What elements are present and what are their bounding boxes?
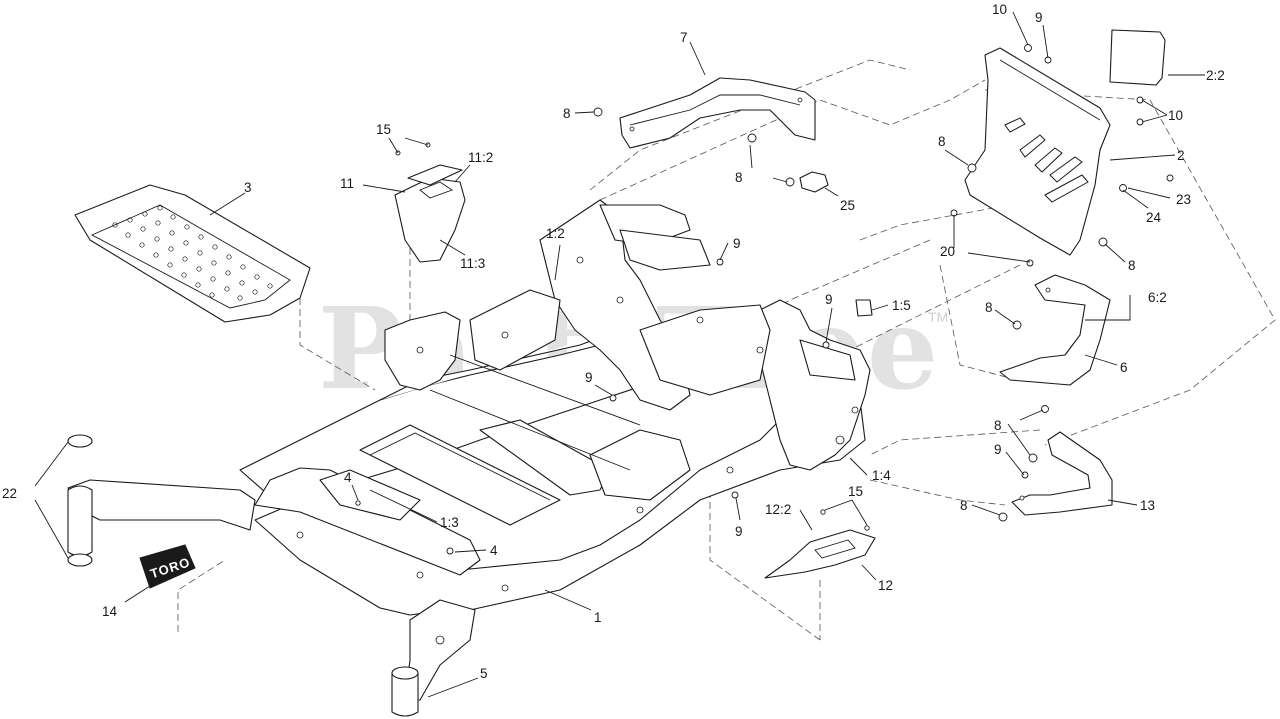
callout-15: 15 bbox=[376, 122, 391, 137]
part-2-rear-plate bbox=[964, 47, 1111, 256]
callout-11-3: 11:3 bbox=[460, 256, 485, 271]
callout-1: 1 bbox=[594, 610, 602, 625]
callout-10: 10 bbox=[1168, 108, 1183, 123]
callout-9: 9 bbox=[1035, 10, 1043, 25]
callout-9: 9 bbox=[735, 524, 743, 539]
callout-22: 22 bbox=[2, 486, 17, 501]
part-14-decal: TORO bbox=[139, 544, 196, 589]
part-1-5-decal bbox=[855, 299, 873, 317]
leader-lines bbox=[34, 11, 1205, 698]
callout-3: 3 bbox=[244, 180, 252, 195]
callout-9: 9 bbox=[994, 442, 1002, 457]
callout-25: 25 bbox=[840, 198, 855, 213]
callout-8: 8 bbox=[985, 300, 993, 315]
callout-8: 8 bbox=[735, 170, 743, 185]
callout-6-2: 6:2 bbox=[1148, 290, 1167, 305]
callout-8: 8 bbox=[938, 134, 946, 149]
callout-12-2: 12:2 bbox=[765, 502, 791, 517]
part-12-plate bbox=[764, 529, 876, 579]
callout-1-3: 1:3 bbox=[440, 515, 459, 530]
part-11-bracket bbox=[394, 164, 466, 263]
callout-9: 9 bbox=[733, 236, 741, 251]
part-22-caster-tube bbox=[67, 434, 256, 567]
callout-1-5: 1:5 bbox=[892, 298, 911, 313]
callout-12: 12 bbox=[878, 578, 893, 593]
callout-20: 20 bbox=[940, 244, 955, 259]
callout-labels: 10 9 2:2 10 7 8 8 25 15 11:2 11 11:3 3 1… bbox=[2, 2, 1225, 681]
callout-4: 4 bbox=[344, 470, 352, 485]
callout-6: 6 bbox=[1120, 360, 1128, 375]
callout-9: 9 bbox=[825, 292, 833, 307]
callout-9: 9 bbox=[585, 370, 593, 385]
callout-8: 8 bbox=[994, 418, 1002, 433]
callout-8: 8 bbox=[1128, 258, 1136, 273]
callout-1-2: 1:2 bbox=[546, 226, 565, 241]
callout-10: 10 bbox=[992, 2, 1007, 17]
callout-14: 14 bbox=[102, 604, 118, 619]
callout-11: 11 bbox=[340, 176, 354, 191]
callout-5: 5 bbox=[480, 666, 488, 681]
part-25-clip bbox=[799, 171, 829, 193]
part-6-bracket bbox=[999, 274, 1111, 386]
callout-2-2: 2:2 bbox=[1206, 68, 1225, 83]
callout-4: 4 bbox=[490, 543, 498, 558]
callout-13: 13 bbox=[1140, 498, 1155, 513]
callout-8: 8 bbox=[960, 498, 968, 513]
watermark-tm: TM bbox=[928, 309, 948, 325]
callout-11-2: 11:2 bbox=[468, 150, 493, 165]
callout-7: 7 bbox=[680, 30, 688, 45]
callout-8: 8 bbox=[563, 106, 571, 121]
part-2-2-decal bbox=[1109, 29, 1166, 86]
part-3-floor-plate bbox=[74, 184, 311, 323]
part-7-curved-bracket bbox=[619, 77, 816, 149]
callout-24: 24 bbox=[1146, 210, 1162, 225]
callout-23: 23 bbox=[1176, 192, 1191, 207]
callout-15: 15 bbox=[848, 484, 863, 499]
part-5-caster-tube bbox=[391, 666, 419, 717]
callout-1-4: 1:4 bbox=[872, 468, 891, 483]
part-1-main-frame bbox=[239, 199, 871, 701]
part-13-bracket bbox=[1011, 431, 1113, 516]
callout-2: 2 bbox=[1177, 148, 1185, 163]
